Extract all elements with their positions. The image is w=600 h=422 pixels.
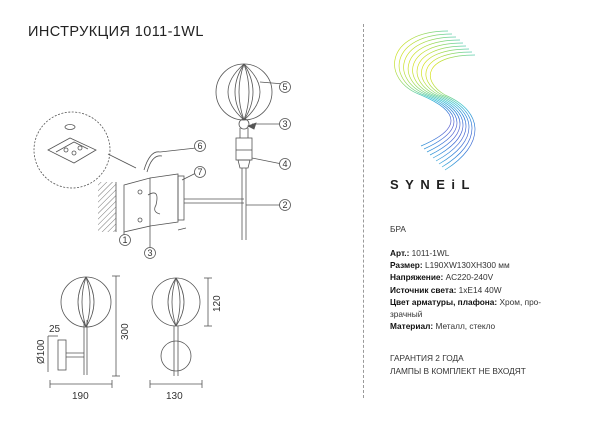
document-title: ИНСТРУКЦИЯ 1011-1WL [28,24,204,40]
callout-label: 3 [147,248,152,258]
spec-value-continued: зрачный [390,309,423,320]
callout-label: 4 [282,159,287,169]
dim-diameter: Ø100 [36,339,47,364]
warranty-notes: ГАРАНТИЯ 2 ГОДА ЛАМПЫ В КОМПЛЕКТ НЕ ВХОД… [390,352,526,377]
brand-logo-icon [394,30,476,171]
spec-value: 1011-1WL [411,248,450,258]
spec-label: Напряжение: [390,272,444,283]
dim-width: 130 [166,391,183,402]
callout-label: 3 [282,119,287,129]
side-view-drawing [47,275,120,388]
spec-value: L190XW130XH300 мм [424,260,510,271]
spec-label: Цвет арматуры, плафона: [390,296,498,307]
callout-label: 7 [197,167,202,177]
bulbs-notice: ЛАМПЫ В КОМПЛЕКТ НЕ ВХОДЯТ [390,365,526,376]
lamp-socket [235,137,253,161]
product-info: БРА Арт.: 1011-1WL Размер: L190XW130XH30… [390,224,595,332]
dim-length: 190 [72,391,89,402]
dim-height: 300 [120,323,131,340]
spec-value: Металл, стекло [435,321,496,332]
brand-name: SYNEiL [390,177,476,192]
spec-value: Хром, про- [499,296,542,307]
globe-shade [215,63,273,121]
spec-value: AC220-240V [445,272,494,283]
callout-label: 2 [282,200,287,210]
spec-color: Цвет арматуры, плафона: Хром, про- зрачн… [390,296,580,320]
spec-material: Материал: Металл, стекло [390,320,595,332]
spec-label: Размер: [390,260,423,271]
dim-shade: 120 [212,295,223,312]
callout-label: 6 [197,141,202,151]
spec-article: Арт.: 1011-1WL [390,247,595,259]
callout-label: 5 [282,82,287,92]
spec-voltage: Напряжение: AC220-240V [390,271,595,283]
spec-value: 1xE14 40W [458,284,502,295]
callout-label: 1 [122,235,127,245]
product-type: БРА [390,224,406,234]
spec-label: Источник света: [390,284,457,295]
callout-markers [119,81,291,259]
wall-hatch [98,182,116,232]
spec-label: Материал: [390,321,434,332]
detail-view-circle [33,111,137,189]
warranty-text: ГАРАНТИЯ 2 ГОДА [390,353,464,363]
spec-label: Арт.: [390,248,410,258]
spec-size: Размер: L190XW130XH300 мм [390,259,595,271]
mounting-bracket [123,151,185,233]
spec-light-source: Источник света: 1xE14 40W [390,284,595,296]
dim-arm: 25 [49,324,61,335]
front-view-drawing [149,277,212,388]
page-divider [363,24,364,398]
